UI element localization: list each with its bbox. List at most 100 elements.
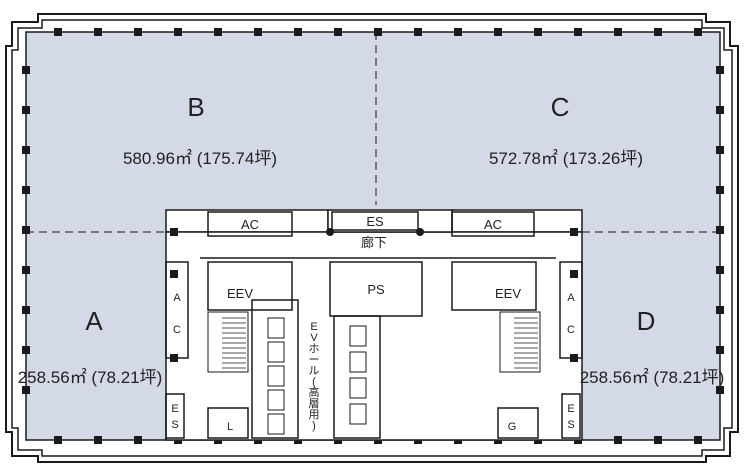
column [294, 28, 302, 36]
corridor-label: 廊下 [361, 235, 387, 250]
ac-vertical-left-2: C [173, 324, 181, 336]
column [716, 186, 724, 194]
column [694, 436, 702, 444]
column [694, 28, 702, 36]
ac-vertical-left-1: A [173, 292, 181, 304]
tenant-area-a [26, 232, 166, 440]
elevator-cars [267, 317, 367, 435]
tenant-area-b [26, 32, 376, 232]
column [534, 28, 542, 36]
tenant-area-d [582, 232, 720, 440]
es-bottom-right-1: E [567, 403, 574, 415]
column [22, 306, 30, 314]
outer-walls [5, 13, 739, 463]
eev-left-label: EEV [227, 286, 253, 301]
elevator-car [267, 317, 285, 339]
ev-hall-char: V [310, 332, 318, 344]
column [214, 28, 222, 36]
unit-b-area: 580.96㎡ (175.74坪) [123, 149, 277, 168]
eev-room-left [207, 261, 293, 311]
column [716, 146, 724, 154]
column [334, 28, 342, 36]
es-room-bottom-left [165, 393, 185, 439]
unit-a-label: A [85, 306, 103, 336]
column [22, 186, 30, 194]
ac-room-right [451, 211, 535, 237]
column [716, 386, 724, 394]
stair-right [499, 311, 541, 373]
zone-dividers [26, 32, 720, 233]
column [94, 436, 102, 444]
elevator-bank-left [251, 299, 299, 439]
column [654, 436, 662, 444]
ac-vertical-right-1: A [567, 292, 575, 304]
toilet-right [497, 407, 539, 439]
ps-label: PS [367, 282, 385, 297]
es-room-top [331, 211, 419, 231]
column [574, 28, 582, 36]
elevator-car [349, 325, 367, 347]
unit-b-label: B [187, 92, 204, 122]
ev-hall-char: ー [309, 354, 320, 366]
ev-hall-char: ( [312, 376, 316, 388]
toilet-left-label: L [227, 421, 233, 433]
stair-left [207, 311, 249, 373]
column [414, 28, 422, 36]
column [174, 28, 182, 36]
column [54, 436, 62, 444]
es-bottom-left-1: E [171, 403, 178, 415]
es-room-bottom-right [561, 393, 581, 439]
column [454, 28, 462, 36]
column [716, 66, 724, 74]
ev-hall-char: E [310, 321, 317, 333]
elevator-car [349, 377, 367, 399]
column [614, 28, 622, 36]
elevator-bank-right [333, 315, 381, 439]
column [716, 266, 724, 274]
unit-a-area: 258.56㎡ (78.21坪) [18, 368, 163, 387]
toilet-right-label: G [508, 421, 517, 433]
ev-hall-char: ) [312, 420, 316, 432]
column [22, 266, 30, 274]
elevator-car [267, 365, 285, 387]
ev-hall-char: ル [309, 365, 320, 377]
elevator-car [267, 341, 285, 363]
core [165, 209, 583, 441]
column [134, 436, 142, 444]
unit-c-area: 572.78㎡ (173.26坪) [489, 149, 643, 168]
ac-room-left [207, 211, 293, 237]
toilet-left [207, 407, 249, 439]
column [22, 226, 30, 234]
column [22, 346, 30, 354]
ev-hall-char: ホ [309, 342, 320, 355]
es-bottom-left-2: S [171, 419, 178, 431]
unit-c-label: C [551, 92, 570, 122]
column [494, 28, 502, 36]
es-top-label: ES [366, 214, 384, 229]
eev-right-label: EEV [495, 286, 521, 301]
column [716, 106, 724, 114]
ac-vertical-right-2: C [567, 324, 575, 336]
column [716, 306, 724, 314]
column [254, 28, 262, 36]
elevator-car [349, 351, 367, 373]
column [22, 106, 30, 114]
elevator-car [349, 403, 367, 425]
elevator-car [267, 389, 285, 411]
ev-hall-char: 層 [309, 397, 320, 410]
column [22, 66, 30, 74]
core-columns [170, 228, 578, 362]
column [374, 28, 382, 36]
tenant-area-c [376, 32, 720, 232]
unit-d-label: D [637, 306, 656, 336]
column [54, 28, 62, 36]
column [716, 226, 724, 234]
unit-d-area: 258.56㎡ (78.21坪) [580, 368, 725, 387]
column [94, 28, 102, 36]
column [22, 146, 30, 154]
floor-areas [26, 32, 720, 440]
eev-room-right [451, 261, 537, 311]
column [134, 28, 142, 36]
